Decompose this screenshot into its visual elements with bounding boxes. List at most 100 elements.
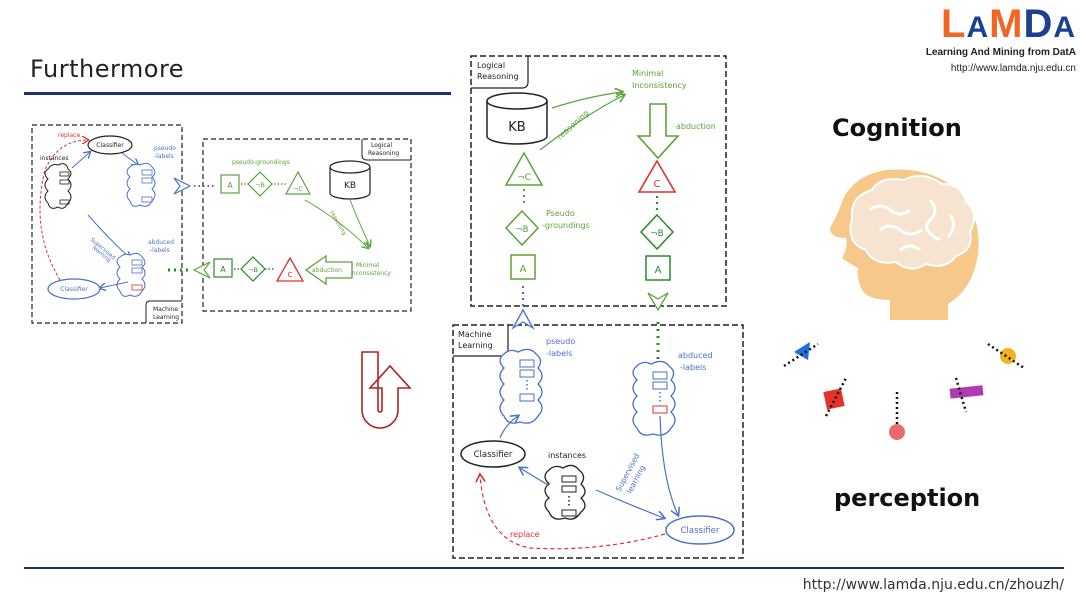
small-reasoning-arrow-2 xyxy=(349,199,370,246)
large-pseudo-box xyxy=(519,369,535,378)
footer-rule xyxy=(24,567,1064,569)
large-ml-box xyxy=(452,324,744,559)
large-classifier-right-label: Classifier xyxy=(681,526,720,536)
large-classifier-right xyxy=(665,515,735,545)
small-replace-label: replace xyxy=(58,132,80,139)
small-abduction-arrow-icon xyxy=(304,254,353,286)
large-kb-cylinder-top xyxy=(486,92,548,110)
large-arrow-classifier-pseudo xyxy=(499,416,518,439)
large-symbol-A-left xyxy=(510,254,536,280)
small-pseudo-label-2: -labels xyxy=(154,153,174,160)
yellow-circle-dots xyxy=(987,342,1025,370)
large-kb-label: KB xyxy=(508,120,525,135)
perception-label: perception xyxy=(834,484,981,512)
pink-circle-icon xyxy=(889,424,905,440)
small-abduction-label: abduction xyxy=(312,267,342,274)
large-abduced-box-red xyxy=(652,405,668,414)
large-pseudo-groundings-label-2: -groundings xyxy=(542,221,590,230)
large-symbol-notC-text: ¬C xyxy=(517,173,531,183)
large-pseudo-box xyxy=(519,393,535,402)
small-ml-label-1: Machine xyxy=(153,306,178,313)
large-lr-label-2: Reasoning xyxy=(477,72,519,81)
large-pseudo-labels-label-1: pseudo xyxy=(546,337,575,346)
small-classifier-bottom xyxy=(47,278,101,300)
large-abduced-labels-label-1: abduced xyxy=(678,351,713,360)
large-instance-box xyxy=(561,475,577,483)
small-kb-label: KB xyxy=(344,181,356,191)
logo-url: http://www.lamda.nju.edu.cn xyxy=(950,63,1076,74)
small-symbol-A-bottom-text: A xyxy=(220,265,226,274)
title-underline xyxy=(24,92,451,95)
large-lr-tab xyxy=(471,56,529,89)
large-supervised-arrow xyxy=(595,489,664,518)
purple-bar-icon xyxy=(949,385,984,399)
small-kb-cylinder-top xyxy=(329,160,371,174)
small-symbol-A-top-text: A xyxy=(227,181,233,190)
large-arrow-instances-classifier xyxy=(520,468,549,486)
large-symbol-C-text: C xyxy=(654,179,661,190)
large-symbol-notC xyxy=(504,151,544,186)
large-ml-label-2: Learning xyxy=(458,341,493,350)
small-replace-arrow xyxy=(39,140,88,281)
large-pseudo-labels-label-2: -labels xyxy=(546,349,572,358)
lamda-logo: LAMDA Learning And Mining from DatA http… xyxy=(926,0,1080,80)
large-connector-arrow-down xyxy=(647,292,669,312)
perception-symbols xyxy=(783,342,1025,440)
small-lr-box xyxy=(202,138,412,312)
small-symbol-notC-top-text: ¬C xyxy=(293,185,303,193)
large-replace-arrow xyxy=(480,475,666,550)
small-pseudo-box xyxy=(141,196,153,203)
small-reasoning-arrow-1 xyxy=(304,199,368,248)
small-symbol-notB-bottom-text: ¬B xyxy=(248,266,258,274)
large-ml-label-1: Machine xyxy=(458,330,492,339)
small-symbol-notB-bottom xyxy=(240,256,266,282)
red-square-icon xyxy=(823,388,845,410)
small-classifier-top-label: Classifier xyxy=(96,142,124,149)
small-abduced-box xyxy=(131,267,143,274)
small-lr-label-2: Reasoning xyxy=(368,150,399,157)
small-instance-box xyxy=(59,171,70,177)
small-arrow-abduced-classifier xyxy=(100,281,129,288)
small-pseudo-box xyxy=(141,169,153,176)
small-instances-cloud-icon xyxy=(44,163,72,209)
small-ml-tab xyxy=(145,300,182,323)
small-kb-cylinder-icon xyxy=(329,167,371,200)
small-abduced-label-2: -labels xyxy=(150,247,170,254)
small-minimal-label-2: Inconsistency xyxy=(350,270,391,277)
small-lr-label-1: Logical xyxy=(371,142,392,149)
large-symbol-notB-left xyxy=(504,209,540,247)
large-replace-label: replace xyxy=(510,530,540,539)
purple-bar-dots xyxy=(954,377,968,413)
large-reasoning-label: reasoning xyxy=(555,108,590,141)
large-lr-box xyxy=(470,55,727,307)
small-abduced-cloud-icon xyxy=(116,252,146,297)
large-minimal-label-1: Minimal xyxy=(632,69,663,78)
footer-url: http://www.lamda.nju.edu.cn/zhouzh/ xyxy=(802,577,1064,593)
small-symbol-A-bottom xyxy=(213,258,233,278)
large-classifier-left-label: Classifier xyxy=(474,450,513,460)
small-arrow-classifier-pseudo xyxy=(121,152,138,165)
small-diagram: Machine Learning Logical Reasoning repla… xyxy=(31,124,412,324)
cognition-label: Cognition xyxy=(832,114,962,142)
small-instance-box xyxy=(59,179,70,185)
yellow-circle-icon xyxy=(1000,348,1016,364)
small-instance-box xyxy=(59,199,70,205)
large-abduced-cloud-icon xyxy=(632,360,676,436)
small-classifier-bottom-label: Classifier xyxy=(60,286,88,293)
small-ml-label-2: Learning xyxy=(153,314,179,321)
small-pseudo-label-1: pseudo xyxy=(154,145,176,152)
large-abduced-box xyxy=(652,381,668,390)
large-reasoning-arrow-1 xyxy=(551,92,622,109)
large-connector-arrow-up xyxy=(511,308,535,330)
large-symbol-notB-left-text: ¬B xyxy=(516,225,529,235)
large-abduced-labels-label-2: -labels xyxy=(680,363,706,372)
blue-wedge-icon xyxy=(794,342,810,360)
large-symbol-A-right xyxy=(645,255,671,281)
small-reasoning-label: reasoning xyxy=(328,210,347,236)
small-pseudo-groundings-label: pseudo-groundings xyxy=(232,159,290,166)
large-instance-box xyxy=(561,509,577,517)
large-abduction-arrow-icon xyxy=(636,103,680,160)
small-abduced-label-1: abduced xyxy=(148,239,174,246)
large-arrow-abduced-classifier xyxy=(659,415,678,515)
